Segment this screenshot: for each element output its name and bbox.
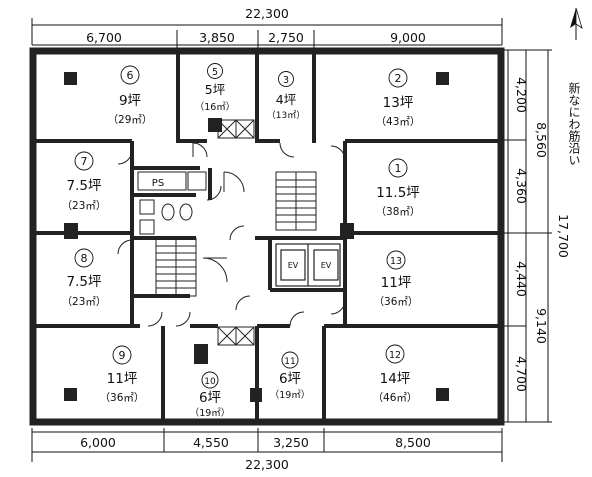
- room-1: 1 11.5坪 （38㎡）: [376, 158, 421, 218]
- room-area-tsubo: 9坪: [119, 93, 141, 109]
- top-dimension-1: 6,700: [86, 30, 122, 45]
- room-5: 5 5坪 （16㎡）: [195, 63, 236, 113]
- room-number: 1: [395, 162, 402, 175]
- room-13: 13 11坪 （36㎡）: [374, 250, 419, 308]
- room-area-m2: （19㎡）: [190, 407, 231, 419]
- top-dimension-3: 2,750: [268, 30, 304, 45]
- bottom-dimension-2: 4,550: [193, 435, 229, 450]
- room-area-m2: （23㎡）: [62, 296, 107, 308]
- right-dimension-4: 4,700: [514, 356, 529, 392]
- right-dimensions: [503, 49, 552, 423]
- room-9: 9 11坪 （36㎡）: [100, 345, 145, 404]
- room-area-m2: （43㎡）: [376, 116, 421, 128]
- right-dimension-3: 4,440: [514, 261, 529, 297]
- room-area-tsubo: 11坪: [107, 371, 138, 387]
- room-number: 10: [204, 377, 216, 387]
- bottom-dimension-4: 8,500: [395, 435, 431, 450]
- street-label: 新なにわ筋沿い: [567, 81, 581, 166]
- room-number: 3: [283, 75, 289, 86]
- stairs-lower: [155, 237, 197, 297]
- room-2: 2 13坪 （43㎡）: [376, 68, 421, 128]
- room-number: 9: [119, 349, 126, 362]
- outer-wall: [29, 47, 505, 426]
- stairs-upper: [275, 171, 317, 231]
- bottom-dimensions: [31, 428, 503, 462]
- shaft-bottom: [217, 326, 255, 346]
- room-area-m2: （16㎡）: [195, 101, 236, 113]
- top-total-dimension: 22,300: [245, 6, 289, 21]
- room-area-tsubo: 7.5坪: [67, 178, 102, 194]
- partition-walls: [36, 54, 498, 419]
- room-number: 11: [284, 357, 295, 367]
- room-area-tsubo: 13坪: [383, 95, 414, 111]
- room-area-tsubo: 14坪: [380, 371, 411, 387]
- room-area-tsubo: 11坪: [381, 275, 412, 291]
- room-area-tsubo: 6坪: [279, 371, 301, 387]
- room-area-tsubo: 6坪: [199, 390, 221, 406]
- right-mid-dimension-1: 8,560: [534, 122, 549, 158]
- room-area-m2: （36㎡）: [374, 296, 419, 308]
- room-area-m2: （13㎡）: [267, 110, 305, 121]
- room-6: 6 9坪 （29㎡）: [108, 65, 153, 126]
- shaft-top: [217, 119, 255, 139]
- bottom-dimension-3: 3,250: [273, 435, 309, 450]
- bottom-dimension-1: 6,000: [80, 435, 116, 450]
- structural-columns: [64, 72, 449, 402]
- room-area-tsubo: 4坪: [276, 92, 296, 107]
- elevator-label-1: EV: [288, 261, 299, 270]
- room-area-m2: （36㎡）: [100, 392, 145, 404]
- room-10: 10 6坪 （19㎡）: [190, 371, 231, 419]
- room-number: 2: [395, 72, 402, 85]
- room-number: 13: [390, 256, 402, 267]
- room-8: 8 7.5坪 （23㎡）: [62, 248, 107, 308]
- room-12: 12 14坪 （46㎡）: [373, 344, 418, 404]
- top-dimensions: [31, 18, 503, 48]
- top-dimension-2: 3,850: [199, 30, 235, 45]
- room-area-m2: （46㎡）: [373, 392, 418, 404]
- bottom-total-dimension: 22,300: [245, 457, 289, 472]
- pipe-space: [137, 171, 207, 235]
- right-total-dimension: 17,700: [556, 214, 571, 258]
- room-area-m2: （19㎡）: [270, 389, 311, 401]
- room-number: 12: [389, 350, 401, 361]
- room-11: 11 6坪 （19㎡）: [270, 351, 311, 401]
- room-3: 3 4坪 （13㎡）: [267, 71, 305, 121]
- room-area-tsubo: 5坪: [205, 82, 225, 97]
- top-dimension-4: 9,000: [390, 30, 426, 45]
- door-swings: [117, 142, 346, 327]
- room-area-m2: （29㎡）: [108, 114, 153, 126]
- pipe-space-label: PS: [152, 178, 164, 189]
- room-number: 6: [127, 69, 134, 82]
- right-dimension-1: 4,200: [514, 77, 529, 113]
- room-area-m2: （38㎡）: [376, 206, 421, 218]
- room-7: 7 7.5坪 （23㎡）: [62, 151, 107, 212]
- room-area-m2: （23㎡）: [62, 200, 107, 212]
- room-area-tsubo: 7.5坪: [67, 274, 102, 290]
- elevator-label-2: EV: [321, 261, 332, 270]
- right-mid-dimension-2: 9,140: [534, 308, 549, 344]
- north-arrow-icon: [570, 7, 583, 40]
- room-number: 7: [81, 155, 88, 168]
- room-number: 8: [81, 252, 88, 265]
- room-number: 5: [212, 67, 218, 78]
- elevator-shaft: [275, 243, 341, 287]
- right-dimension-2: 4,360: [514, 168, 529, 204]
- room-area-tsubo: 11.5坪: [376, 185, 420, 201]
